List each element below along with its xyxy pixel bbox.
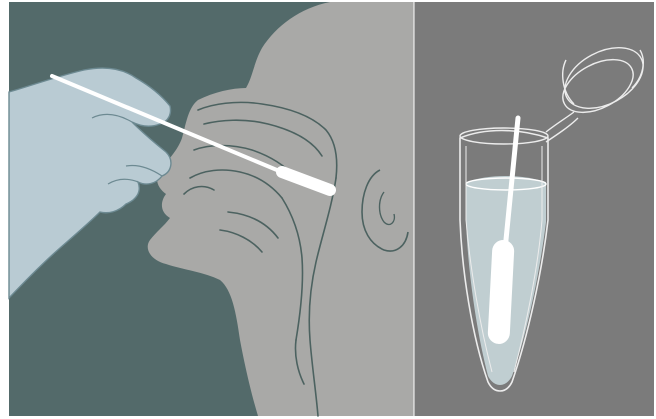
right-panel xyxy=(414,2,654,416)
left-panel xyxy=(9,2,414,416)
